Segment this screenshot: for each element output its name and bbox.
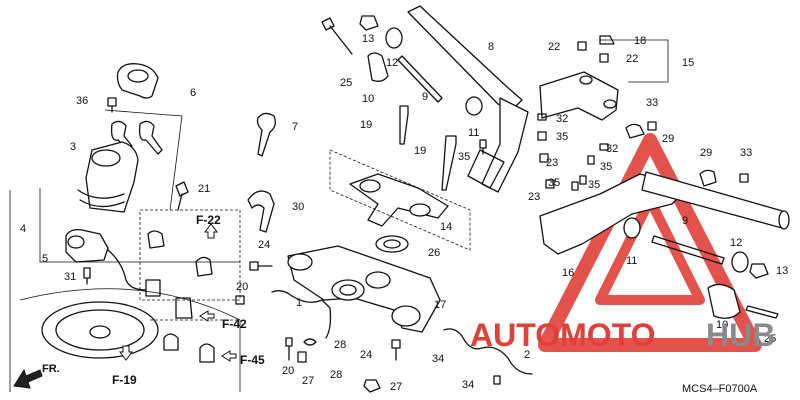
callout-19-right: 19 <box>414 145 426 157</box>
callout-19-left: 19 <box>360 119 372 131</box>
callout-24-left: 24 <box>258 239 270 251</box>
callout-20-left: 20 <box>236 281 248 293</box>
watermark-logo <box>538 133 762 352</box>
callout-27-right: 27 <box>390 381 402 393</box>
watermark-text-gray: HUB <box>706 317 775 353</box>
section-ref-f42: F-42 <box>222 317 247 331</box>
callout-2: 2 <box>524 349 530 361</box>
section-references: F-22 F-42 F-45 F-19 <box>112 213 265 387</box>
callout-12-left: 12 <box>386 57 398 69</box>
callout-25-left: 25 <box>340 77 352 89</box>
callout-36: 36 <box>76 95 88 107</box>
bottom-bridge-group <box>235 245 533 393</box>
callout-31: 31 <box>64 271 76 283</box>
callout-35-mid: 35 <box>600 161 612 173</box>
callout-13-left: 13 <box>362 33 374 45</box>
callout-11-right: 11 <box>626 255 637 267</box>
callout-28-left: 28 <box>334 339 346 351</box>
callout-34-left: 34 <box>432 353 444 365</box>
callout-10-right: 10 <box>716 319 728 331</box>
callout-33-right: 33 <box>740 147 752 159</box>
callout-10-left: 10 <box>362 93 374 105</box>
callout-34-right: 34 <box>462 379 474 391</box>
callout-12-right: 12 <box>730 237 742 249</box>
callout-35-center: 35 <box>458 151 470 163</box>
callout-32-right: 32 <box>606 143 618 155</box>
callout-32-left: 32 <box>556 113 568 125</box>
callout-3: 3 <box>70 141 76 153</box>
section-ref-f19: F-19 <box>112 373 137 387</box>
ignition-group <box>9 63 276 392</box>
callout-21: 21 <box>198 183 210 195</box>
callout-20-right: 20 <box>282 365 294 377</box>
callout-1: 1 <box>296 297 302 309</box>
callout-22-left: 22 <box>548 41 560 53</box>
front-direction-label: FR. <box>42 363 60 375</box>
callout-18: 18 <box>634 35 646 47</box>
diagram-code: MCS4–F0700A <box>682 383 758 395</box>
section-ref-f45: F-45 <box>240 353 265 367</box>
callout-14: 14 <box>440 221 452 233</box>
callout-23-top: 23 <box>546 157 558 169</box>
front-direction-arrow: FR. <box>13 363 60 389</box>
callout-35-left: 35 <box>548 177 560 189</box>
watermark-text: AUTOMOTO HUB <box>470 317 775 353</box>
handlebar-upper-group <box>321 5 529 253</box>
callout-33-left: 33 <box>646 97 658 109</box>
callout-13-right: 13 <box>776 265 788 277</box>
callout-24-right: 24 <box>360 349 372 361</box>
callout-22-right: 22 <box>626 53 638 65</box>
watermark-text-red: AUTOMOTO <box>470 317 655 353</box>
callout-26: 26 <box>428 247 440 259</box>
callout-23-bottom: 23 <box>528 191 540 203</box>
callout-35-lower: 35 <box>588 179 600 191</box>
callout-5: 5 <box>42 253 48 265</box>
callout-28-right: 28 <box>330 369 342 381</box>
section-ref-f22: F-22 <box>196 213 221 227</box>
callout-17: 17 <box>434 299 446 311</box>
callout-30: 30 <box>292 201 304 213</box>
callout-7: 7 <box>292 121 298 133</box>
right-handlebar-group <box>537 35 790 319</box>
callout-11-left: 11 <box>468 127 479 139</box>
callout-4: 4 <box>20 223 26 235</box>
callout-29-right: 29 <box>700 147 712 159</box>
callout-9-left: 9 <box>422 91 428 103</box>
callout-35-upper: 35 <box>556 131 568 143</box>
callout-15: 15 <box>682 57 694 69</box>
callout-6: 6 <box>190 87 196 99</box>
callout-8: 8 <box>488 41 494 53</box>
callout-25-right: 25 <box>764 333 776 345</box>
callout-29-left: 29 <box>662 133 674 145</box>
callout-9-right: 9 <box>682 215 688 227</box>
callout-numbers: 1 2 3 4 5 6 7 8 9 9 10 10 11 11 12 12 13… <box>20 33 788 393</box>
callout-16: 16 <box>562 267 574 279</box>
callout-27-left: 27 <box>302 375 314 387</box>
